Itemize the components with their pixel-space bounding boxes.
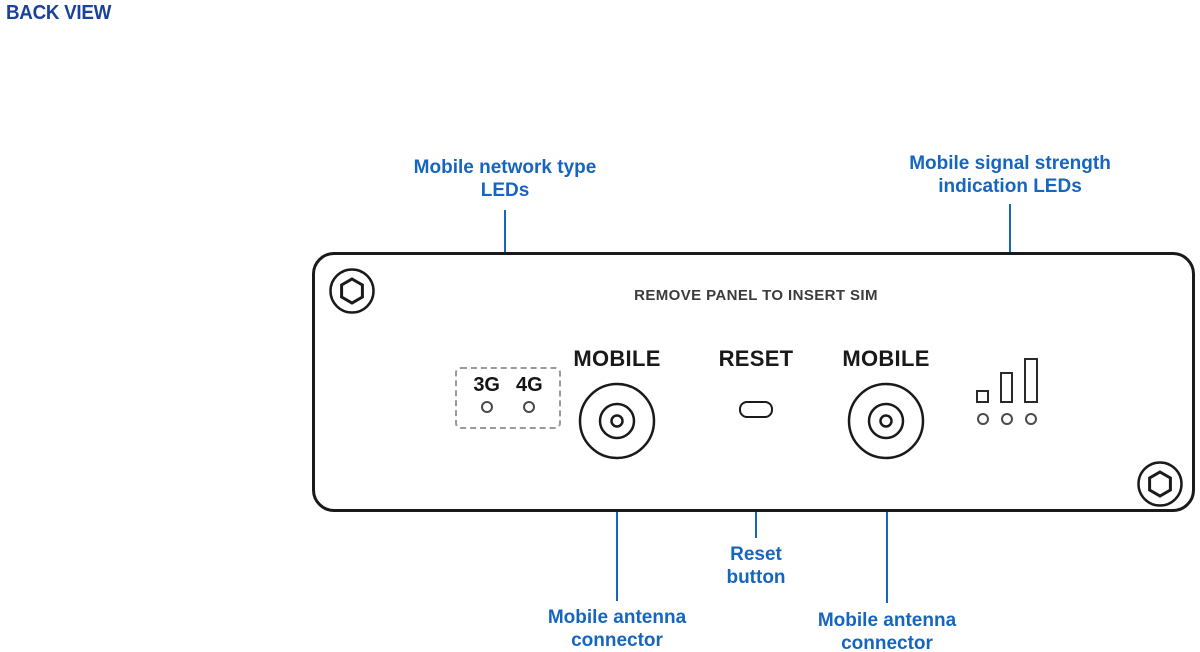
leader-line-antenna-left	[616, 461, 618, 601]
antenna-connector-icon	[847, 382, 925, 460]
callout-line: button	[726, 567, 786, 588]
panel-header-text: REMOVE PANEL TO INSERT SIM	[634, 287, 878, 304]
callout-line: LEDs	[480, 180, 530, 201]
led-group-4g: 4G	[516, 374, 543, 427]
signal-led-dot-icon	[977, 413, 989, 425]
signal-bar-icon	[1024, 358, 1038, 403]
signal-strength-led-group	[976, 358, 1038, 425]
led-dot-icon	[480, 401, 493, 413]
callout-line: Mobile signal strength	[909, 153, 1111, 174]
mobile-right-label: MOBILE	[842, 346, 930, 371]
signal-led-dot-icon	[1025, 413, 1037, 425]
callout-signal-strength-leds: Mobile signal strength indication LEDs	[909, 152, 1111, 198]
callout-line: connector	[841, 633, 933, 652]
reset-button	[739, 401, 773, 418]
callout-line: Mobile antenna	[547, 607, 687, 628]
page-title: BACK VIEW	[6, 2, 112, 24]
led-dot-icon	[523, 401, 536, 413]
callout-network-type-leds: Mobile network type LEDs	[414, 156, 597, 202]
callout-line: Mobile antenna	[817, 610, 957, 631]
leader-line-antenna-right	[886, 461, 888, 603]
led-label-4g: 4G	[516, 374, 543, 396]
mobile-left-label: MOBILE	[573, 346, 661, 371]
led-group-3g: 3G	[473, 374, 500, 427]
device-back-panel: REMOVE PANEL TO INSERT SIM 3G 4G MOBILE …	[312, 252, 1195, 512]
hex-screw-icon	[329, 268, 375, 314]
callout-antenna-connector-right: Mobile antenna connector	[818, 609, 956, 652]
callout-line: indication LEDs	[938, 176, 1082, 197]
antenna-connector-icon	[578, 382, 656, 460]
network-type-led-box: 3G 4G	[455, 367, 561, 429]
led-label-3g: 3G	[473, 374, 500, 396]
callout-line: connector	[571, 630, 663, 651]
callout-line: Reset	[730, 544, 782, 565]
signal-bars	[976, 358, 1038, 403]
hex-screw-icon	[1137, 461, 1183, 507]
signal-led-dots	[977, 413, 1038, 425]
signal-bar-icon	[1000, 372, 1013, 403]
signal-led-dot-icon	[1001, 413, 1013, 425]
callout-line: Mobile network type	[413, 157, 597, 178]
reset-label: RESET	[718, 346, 794, 371]
callout-antenna-connector-left: Mobile antenna connector	[548, 606, 686, 652]
signal-bar-icon	[976, 390, 989, 403]
callout-reset-button: Reset button	[726, 543, 785, 589]
